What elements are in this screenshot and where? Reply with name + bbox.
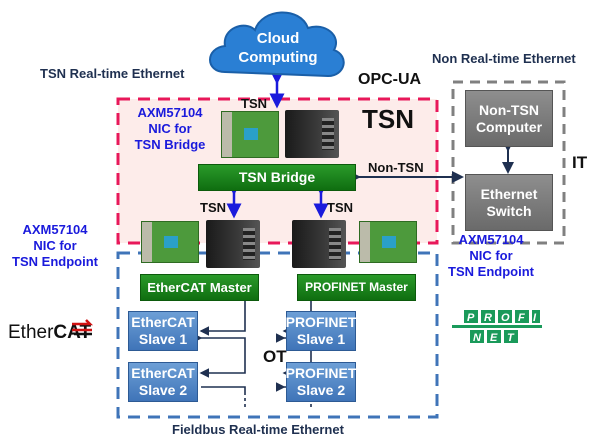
nic-endpoint-right-line3: TSN Endpoint [448, 264, 534, 279]
ot-label: OT [263, 347, 287, 366]
nic-card-image [221, 111, 279, 158]
industrial-pc-image [292, 220, 346, 268]
cloud-icon [209, 11, 345, 78]
ethernet-switch-line1: Ethernet [480, 185, 538, 202]
fieldbus-label: Fieldbus Real-time Ethernet [172, 422, 344, 437]
svg-text:N: N [473, 332, 482, 344]
nic-bridge-line2: NIC for [148, 121, 192, 136]
ethercat-chain2 [201, 386, 246, 395]
non-tsn-computer-line2: Computer [475, 118, 543, 135]
it-label: IT [572, 153, 588, 172]
cloud-line1: Cloud [256, 30, 300, 47]
industrial-pc-image [206, 220, 260, 268]
tsn-label-left: TSN [200, 200, 226, 215]
ethercat-chain1 [193, 333, 246, 378]
svg-text:I: I [533, 312, 537, 324]
non-tsn-computer-box: Non-TSN Computer [465, 90, 553, 147]
nic-card-image [359, 221, 417, 263]
nic-bridge-line1: AXM57104 [137, 105, 203, 120]
profinet-master-text: PROFINET Master [305, 280, 408, 294]
tsn-label-right: TSN [327, 200, 353, 215]
opc-ua-label: OPC-UA [358, 71, 422, 88]
non-realtime-label: Non Real-time Ethernet [432, 51, 576, 66]
ethercat-master-text: EtherCAT Master [147, 280, 252, 295]
nic-card-image [141, 221, 199, 263]
nic-endpoint-right-label: AXM57104 NIC for TSN Endpoint [440, 232, 542, 280]
ethercat-slave-1-line1: EtherCAT [131, 314, 195, 330]
tsn-bridge-text: TSN Bridge [238, 169, 316, 185]
tsn-label-top: TSN [241, 96, 267, 111]
profinet-slave-2-line1: PROFINET [285, 365, 357, 381]
ethercat-slave-2-line1: EtherCAT [131, 365, 195, 381]
ethercat-master-box: EtherCAT Master [140, 274, 259, 301]
tsn-realtime-label: TSN Real-time Ethernet [40, 66, 185, 81]
nic-endpoint-left-line3: TSN Endpoint [12, 254, 98, 269]
non-tsn-computer-line1: Non-TSN [479, 101, 539, 118]
tsn-bridge-box: TSN Bridge [198, 164, 356, 191]
svg-text:R: R [484, 312, 492, 324]
profinet-slave-1-line1: PROFINET [285, 314, 357, 330]
nic-bridge-line3: TSN Bridge [134, 137, 206, 152]
ethercat-line [199, 301, 246, 336]
profinet-master-box: PROFINET Master [297, 274, 416, 301]
svg-text:O: O [501, 312, 510, 324]
cloud-line2: Computing [238, 49, 318, 66]
ethercat-logo: EtherCAT [8, 319, 94, 343]
ethercat-slave-2-box: EtherCAT Slave 2 [128, 362, 198, 402]
nic-endpoint-left-label: AXM57104 NIC for TSN Endpoint [4, 222, 106, 270]
ot-zone [116, 251, 439, 419]
nic-bridge-label: AXM57104 NIC for TSN Bridge [122, 105, 218, 153]
profinet-slave-1-box: PROFINET Slave 1 [286, 311, 356, 351]
ethercat-slave-2-line2: Slave 2 [138, 382, 188, 398]
profinet-slave-2-box: PROFINET Slave 2 [286, 362, 356, 402]
profinet-slave-1-line2: Slave 1 [296, 331, 346, 347]
svg-text:EtherCAT: EtherCAT [8, 322, 91, 343]
nic-endpoint-right-line2: NIC for [469, 248, 513, 263]
nic-endpoint-left-line2: NIC for [33, 238, 77, 253]
cloud-computing: Cloud Computing [228, 26, 328, 70]
non-tsn-label: Non-TSN [368, 160, 424, 175]
ethercat-slave-1-line2: Slave 1 [138, 331, 188, 347]
tsn-zone-title: TSN [362, 104, 414, 134]
svg-text:E: E [490, 332, 498, 344]
svg-text:T: T [507, 332, 515, 344]
nic-endpoint-right-line1: AXM57104 [458, 232, 524, 247]
profinet-slave-2-line2: Slave 2 [296, 382, 346, 398]
svg-text:F: F [518, 312, 525, 324]
ethercat-slave-1-box: EtherCAT Slave 1 [128, 311, 198, 351]
industrial-pc-image [285, 110, 339, 158]
ethernet-switch-box: Ethernet Switch [465, 174, 553, 231]
it-zone [451, 80, 566, 245]
svg-text:P: P [467, 312, 475, 324]
nic-endpoint-left-line1: AXM57104 [22, 222, 88, 237]
ethernet-switch-line2: Switch [486, 202, 532, 219]
